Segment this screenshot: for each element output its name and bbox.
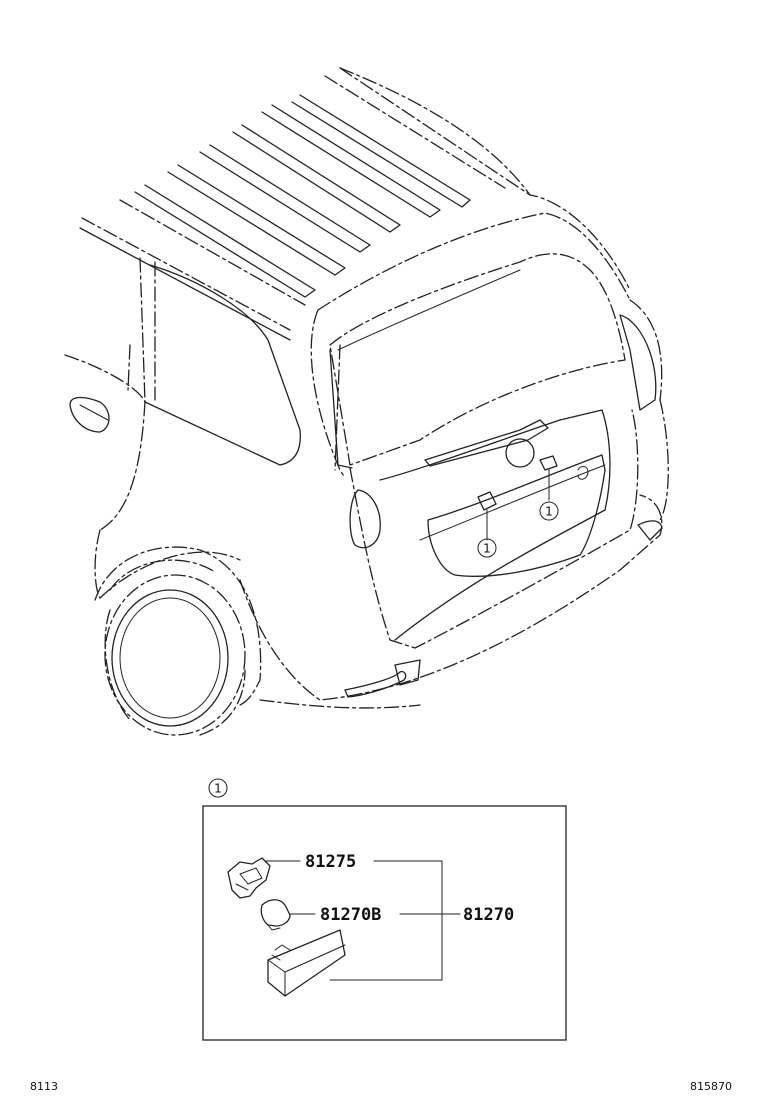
part-number-bulb[interactable]: 81270B [320, 905, 381, 925]
rear-wheel [104, 574, 246, 736]
vehicle-callout-left[interactable]: 1 [477, 538, 497, 558]
lamp-assembly-part[interactable] [267, 929, 346, 997]
part-number-assembly[interactable]: 81270 [463, 905, 514, 925]
part-number-socket[interactable]: 81275 [305, 852, 356, 872]
callout-label: 1 [214, 782, 222, 796]
socket-part[interactable] [227, 857, 271, 899]
detail-box [202, 805, 567, 1041]
detail-callout[interactable]: 1 [208, 778, 228, 798]
vehicle-rear-illustration [64, 67, 669, 736]
footer-right-code: 815870 [690, 1080, 732, 1093]
callout-label: 1 [483, 542, 491, 556]
roof-rails [79, 67, 531, 341]
leader-lines [265, 860, 461, 981]
bulb-part[interactable] [260, 899, 291, 931]
callout-label: 1 [545, 505, 553, 519]
vehicle-callout-right[interactable]: 1 [539, 501, 559, 521]
footer-left-code: 8113 [30, 1080, 58, 1093]
